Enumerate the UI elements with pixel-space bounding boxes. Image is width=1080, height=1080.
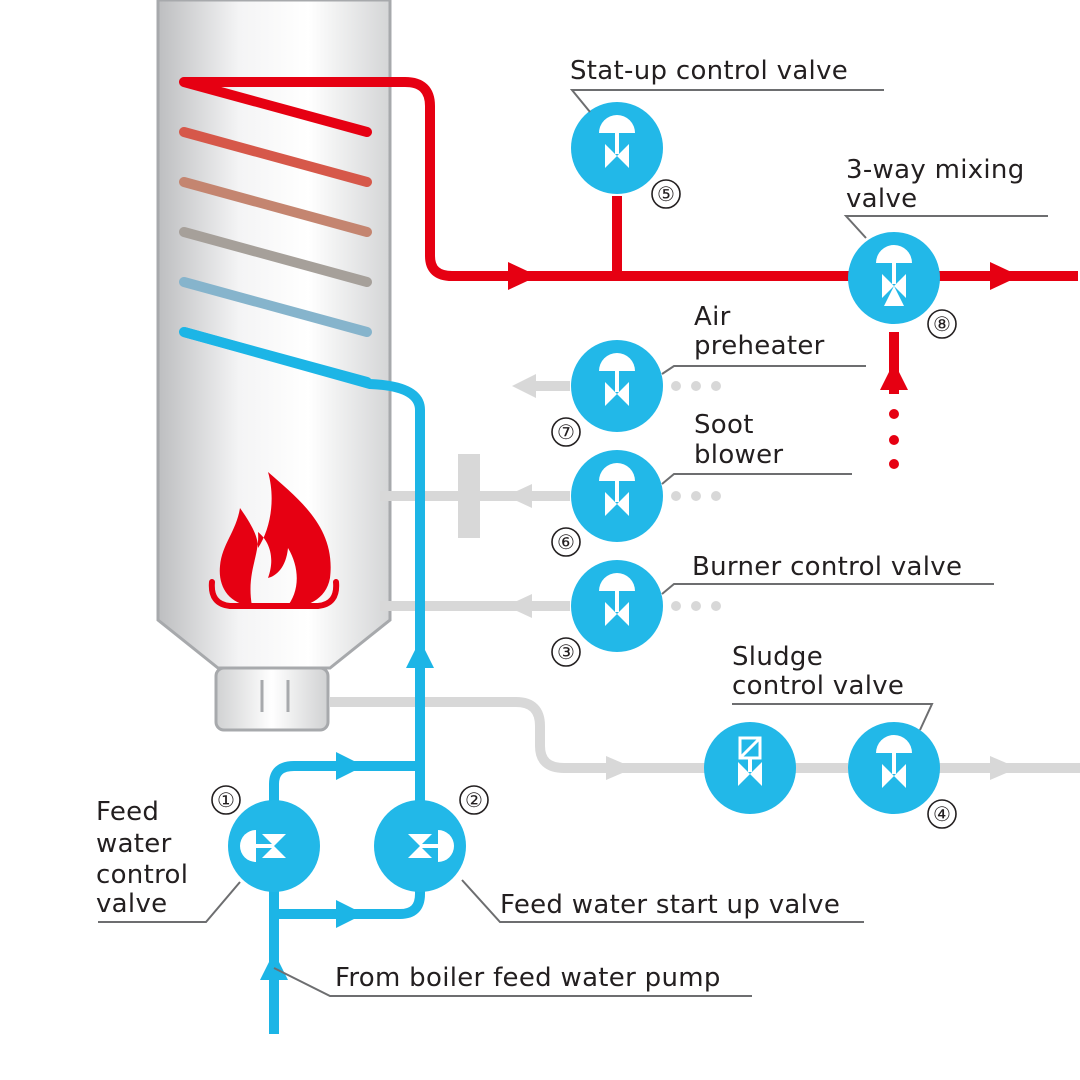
svg-text:⑧: ⑧ (933, 312, 951, 336)
valve-number-5: ⑤ (651, 179, 681, 209)
burner-valve-label: Burner control valve (692, 552, 962, 582)
soot-blower-label-line-1: Soot (694, 410, 754, 440)
start-up-control-valve[interactable] (571, 102, 663, 194)
sludge-valve-label-line-1: Sludge (732, 642, 823, 672)
sludge-sump (214, 666, 330, 732)
diaphragm-valve-icon (408, 830, 454, 862)
soot-blower-valve[interactable] (571, 450, 663, 542)
soot-blower-label-line-2: blower (694, 440, 783, 470)
feed-water-control-valve[interactable] (228, 800, 320, 892)
feed-start-up-valve-label: Feed water start up valve (500, 890, 840, 920)
valve-number-3: ③ (551, 637, 581, 667)
valve-number-7: ⑦ (551, 417, 581, 447)
sludge-valve-label-line-2: control valve (732, 671, 904, 701)
diaphragm-valve-icon (876, 245, 912, 306)
diaphragm-valve-icon (876, 735, 912, 788)
steam-arrows (508, 262, 1020, 469)
feed-pump-label: From boiler feed water pump (335, 963, 721, 993)
air-preheater-label-line-2: preheater (694, 331, 825, 361)
start-up-valve-label: Stat-up control valve (570, 56, 848, 86)
svg-text:②: ② (465, 788, 483, 812)
sludge-control-valve[interactable] (848, 722, 940, 814)
mixing-valve-label-line-2: valve (846, 184, 917, 214)
continuation-dots (671, 381, 721, 611)
solenoid-valve-icon (738, 736, 762, 786)
flame-icon (208, 472, 340, 609)
feed-valve-label-line-1: Feed (96, 797, 159, 827)
feed-valve-label-line-3: control (96, 860, 188, 890)
feed-valve-label-line-2: water (96, 829, 172, 859)
valve-number-1: ① (211, 785, 241, 815)
feed-water-start-up-valve[interactable] (374, 800, 466, 892)
svg-text:③: ③ (557, 640, 575, 664)
air-preheater-valve[interactable] (571, 340, 663, 432)
svg-text:⑥: ⑥ (557, 530, 575, 554)
diaphragm-valve-icon (240, 830, 286, 862)
valve-number-2: ② (459, 785, 489, 815)
sludge-solenoid-valve[interactable] (704, 722, 796, 814)
burner-control-valve[interactable] (571, 560, 663, 652)
svg-text:⑤: ⑤ (657, 182, 675, 206)
feed-valve-label-line-4: valve (96, 889, 167, 919)
air-preheater-label-line-1: Air (694, 302, 731, 332)
diaphragm-valve-icon (599, 463, 635, 516)
diaphragm-valve-icon (599, 353, 635, 406)
auxiliary-lines (330, 374, 1080, 780)
valve-numbers: ⑤ ⑧ ⑦ ⑥ ③ ④ ① ② (211, 179, 957, 829)
feed-water-arrows (260, 640, 434, 980)
valve-labels: Stat-up control valve 3-way mixing valve… (96, 56, 1025, 993)
mixing-valve-label-line-1: 3-way mixing (846, 155, 1025, 185)
leader-lines (98, 89, 1048, 997)
three-way-mixing-valve[interactable] (848, 232, 940, 324)
diaphragm-valve-icon (599, 115, 635, 168)
svg-text:⑦: ⑦ (557, 420, 575, 444)
svg-text:④: ④ (933, 802, 951, 826)
svg-text:①: ① (217, 788, 235, 812)
valve-number-8: ⑧ (927, 309, 957, 339)
valve-number-6: ⑥ (551, 527, 581, 557)
valve-number-4: ④ (927, 799, 957, 829)
feed-water-lines (182, 327, 425, 1034)
boiler-drum (156, 0, 392, 732)
diaphragm-valve-icon (599, 573, 635, 626)
heating-coil (179, 77, 372, 387)
